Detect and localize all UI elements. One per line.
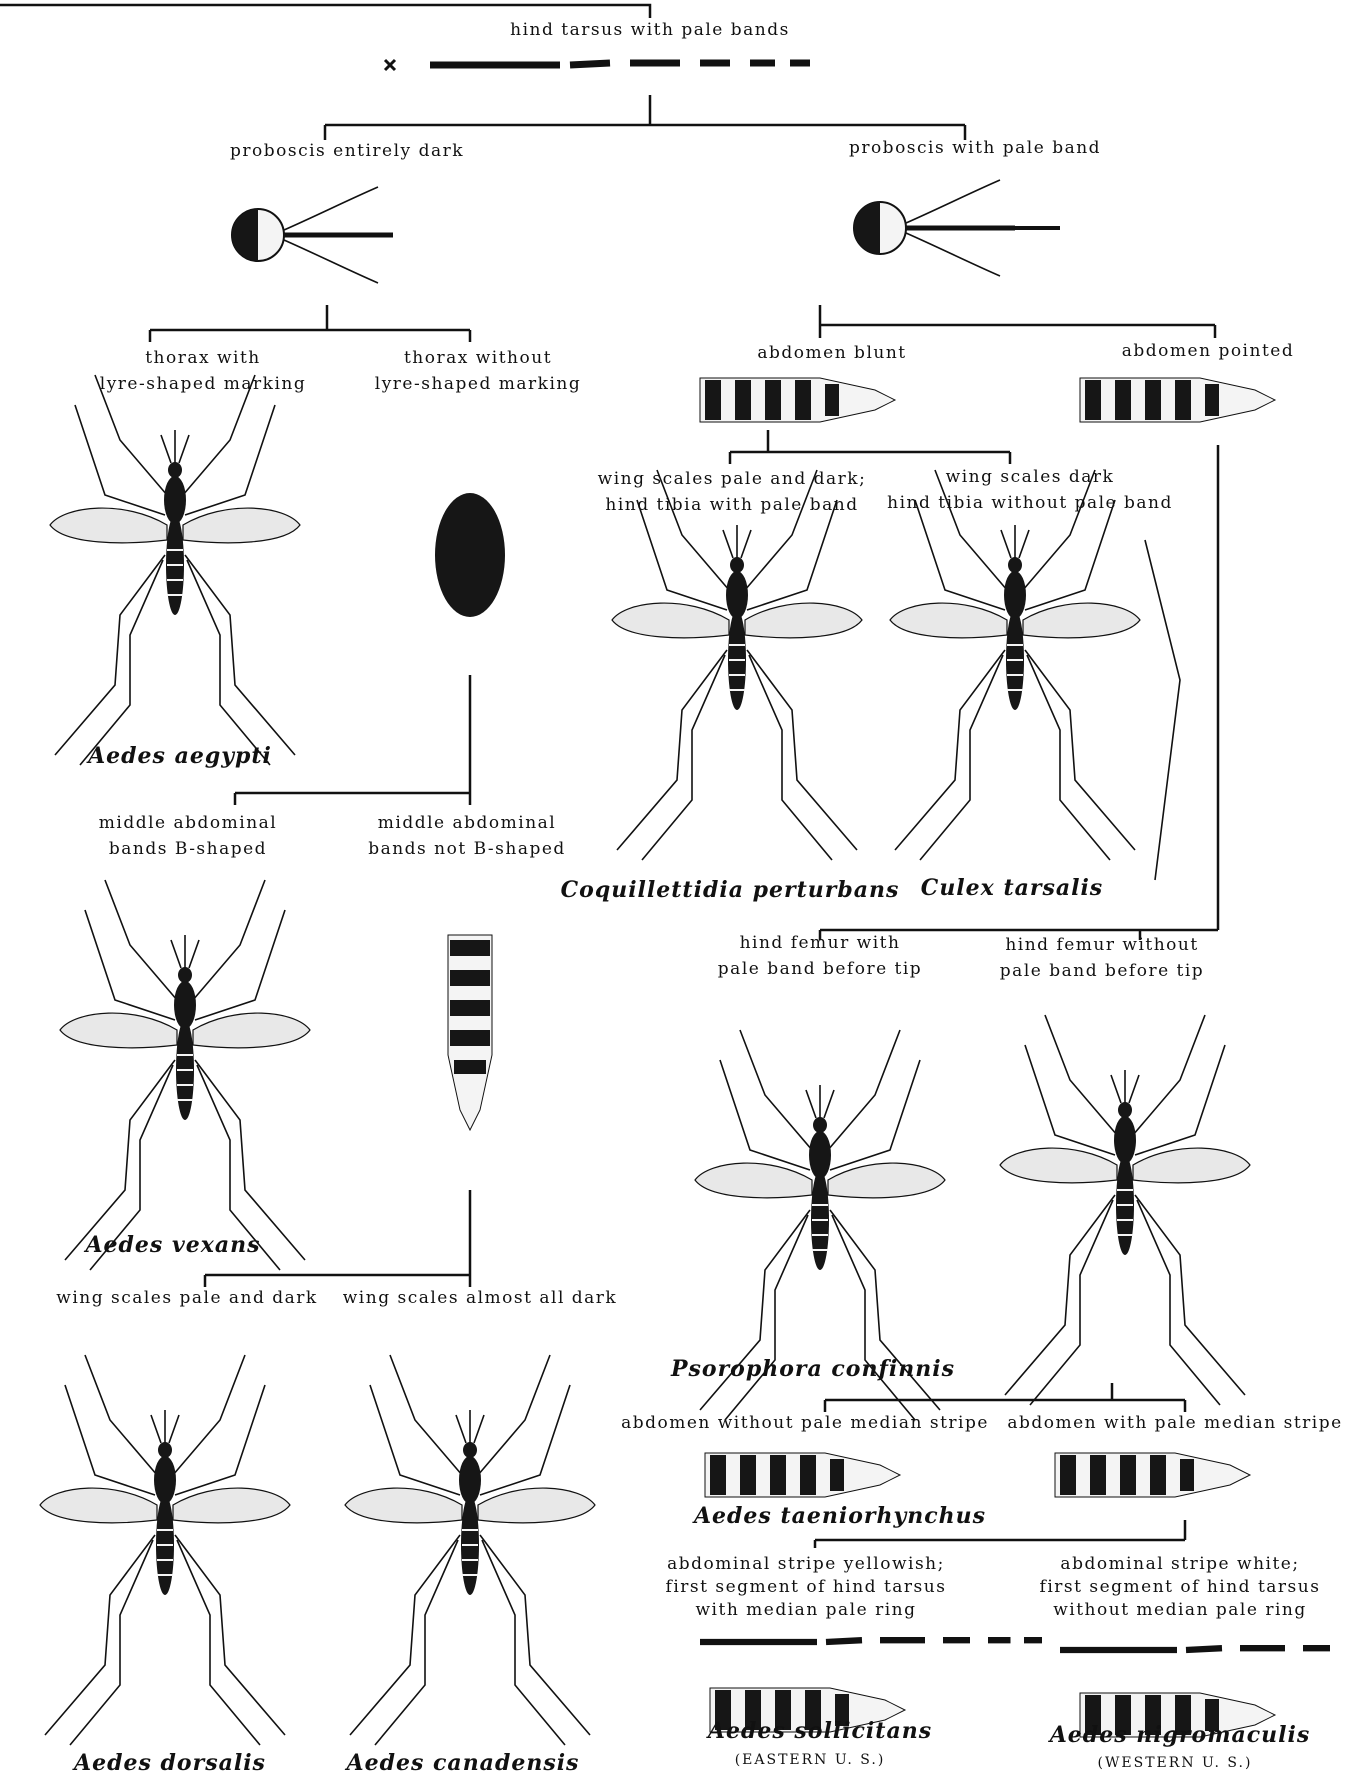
species-aedes-dorsalis: Aedes dorsalis (74, 1750, 266, 1776)
label-abdomen-pointed: abdomen pointed (1122, 338, 1294, 364)
label-proboscis-band: proboscis with pale band (849, 135, 1101, 161)
species-aedes-taeniorhynchus: Aedes taeniorhynchus (694, 1503, 986, 1529)
region-western: (WESTERN U. S.) (1098, 1755, 1253, 1771)
species-aedes-nigromaculis: Aedes nigromaculis (1050, 1722, 1311, 1748)
label-abdomen-no-stripe: abdomen without pale median stripe (621, 1410, 989, 1436)
label-wing-almost-dark: wing scales almost all dark (343, 1285, 617, 1311)
region-eastern: (EASTERN U. S.) (735, 1752, 886, 1768)
species-aedes-vexans: Aedes vexans (85, 1232, 260, 1258)
species-psorophora-confinnis: Psorophora confinnis (671, 1356, 955, 1382)
label-proboscis-dark: proboscis entirely dark (230, 138, 464, 164)
label-abdomen-blunt: abdomen blunt (757, 340, 906, 366)
label-stripe-white: abdominal stripe white;first segment of … (1040, 1553, 1321, 1622)
label-stripe-yellowish: abdominal stripe yellowish;first segment… (666, 1553, 947, 1622)
species-coquillettidia-perturbans: Coquillettidia perturbans (561, 877, 900, 903)
label-wing-pale-and-dark: wing scales pale and dark (56, 1285, 317, 1311)
label-abdomen-stripe: abdomen with pale median stripe (1007, 1410, 1342, 1436)
species-aedes-aegypti: Aedes aegypti (88, 743, 272, 769)
species-aedes-sollicitans: Aedes sollicitans (708, 1718, 932, 1744)
label-root: hind tarsus with pale bands (510, 17, 790, 43)
species-culex-tarsalis: Culex tarsalis (921, 875, 1103, 901)
label-wing-pale-dark-tibia: wing scales pale and dark;hind tibia wit… (598, 466, 867, 518)
species-aedes-canadensis: Aedes canadensis (347, 1750, 580, 1776)
